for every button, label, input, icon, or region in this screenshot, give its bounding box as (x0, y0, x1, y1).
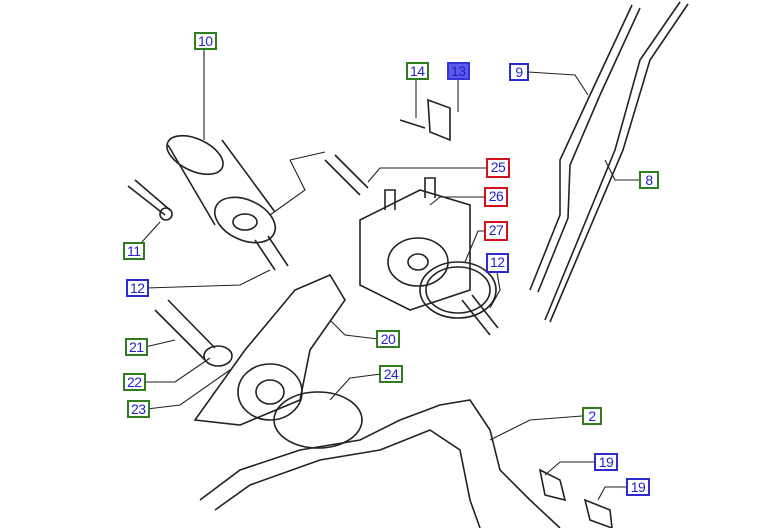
callout-20[interactable]: 20 (376, 330, 400, 348)
sensor-drawing (127, 179, 173, 221)
callout-11[interactable]: 11 (123, 242, 145, 260)
callout-19-upper[interactable]: 19 (594, 453, 618, 471)
filter-adapter-drawing (154, 273, 363, 449)
sender-bracket-drawing (399, 98, 451, 142)
callout-27[interactable]: 27 (484, 221, 508, 241)
callout-24[interactable]: 24 (379, 365, 403, 383)
callout-13[interactable]: 13 (447, 62, 470, 80)
callout-25[interactable]: 25 (486, 158, 510, 178)
callout-21[interactable]: 21 (125, 338, 148, 356)
callout-22[interactable]: 22 (123, 373, 146, 391)
callout-19-lower[interactable]: 19 (626, 478, 650, 496)
callout-12-left[interactable]: 12 (126, 279, 149, 297)
callout-14[interactable]: 14 (406, 62, 429, 80)
callout-23[interactable]: 23 (127, 400, 150, 418)
leader-lines (140, 50, 640, 501)
oil-cooler-drawing (324, 154, 499, 336)
callout-9[interactable]: 9 (509, 63, 529, 81)
callout-2[interactable]: 2 (582, 407, 602, 425)
callout-10[interactable]: 10 (194, 32, 217, 50)
oil-filter-drawing (166, 134, 289, 271)
oil-pan-drawing (199, 399, 613, 528)
callout-12-right[interactable]: 12 (486, 253, 509, 273)
callout-26[interactable]: 26 (484, 187, 508, 207)
callout-8[interactable]: 8 (639, 171, 659, 189)
dipstick-tube-drawing (529, 1, 689, 323)
